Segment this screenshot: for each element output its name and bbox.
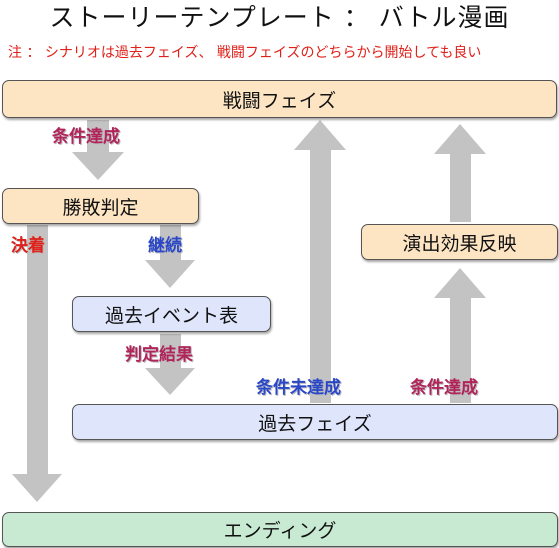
arrow-battle-to-decision: [72, 120, 124, 180]
label-cond-unachieved: 条件未達成: [256, 378, 341, 398]
arrow-effect-to-battle: [434, 124, 486, 222]
note-text: 注 ： シナリオは過去フェイズ、 戦闘フェイズのどちらから開始しても良い: [8, 45, 482, 61]
arrow-past-to-effect: [434, 268, 486, 403]
label-settled: 決着: [11, 236, 45, 256]
arrow-settled-to-ending: [12, 225, 62, 502]
past-phase-box: 過去フェイズ: [72, 404, 558, 440]
arrow-continue-to-event: [145, 225, 195, 288]
label-continue: 継続: [148, 236, 182, 256]
arrow-past-to-battle: [294, 120, 346, 403]
ending-box: エンディング: [2, 512, 558, 547]
page-title: ストーリーテンプレート ： バトル漫画: [49, 3, 510, 32]
arrow-event-to-past: [145, 334, 195, 395]
label-judge-result: 判定結果: [125, 345, 193, 365]
past-event-table-box: 過去イベント表: [72, 296, 271, 332]
effect-reflect-box: 演出効果反映: [361, 224, 558, 260]
label-cond-achieved-right: 条件達成: [410, 378, 478, 398]
label-cond-achieved-top: 条件達成: [52, 127, 120, 147]
decision-box: 勝敗判定: [2, 188, 199, 224]
battle-phase-box: 戦闘フェイズ: [2, 80, 557, 118]
